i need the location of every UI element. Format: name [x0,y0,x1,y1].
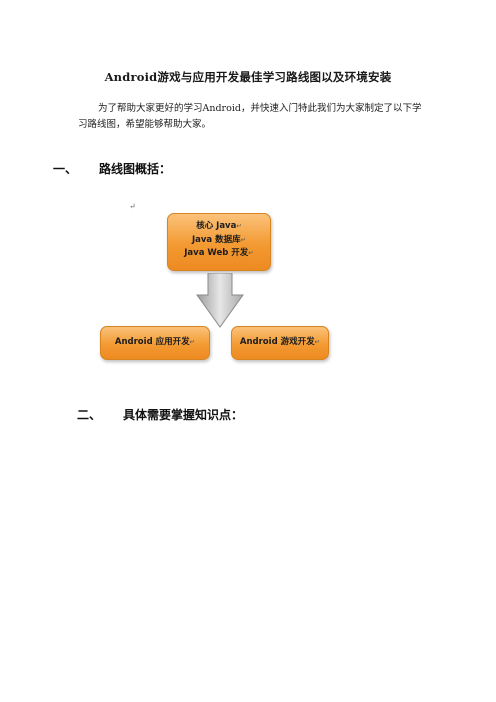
android-app-dev-box: Android 应用开发↵ [100,326,210,360]
android-app-dev-label: Android 应用开发 [114,337,190,347]
down-arrow-icon [196,273,244,328]
section-title: 路线图概括： [99,162,172,176]
section-title: 具体需要掌握知识点： [123,408,244,422]
core-java-label: 核心 Java↵ [196,221,242,231]
java-web-label: Java Web 开发↵ [184,248,254,258]
core-skills-box: 核心 Java↵ Java 数据库↵ Java Web 开发↵ [167,213,271,271]
section-heading-overview: 一、 路线图概括： [53,160,171,177]
section-number: 二、 [77,408,102,422]
intro-paragraph: 为了帮助大家更好的学习Android，并快速入门特此我们为大家制定了以下学习路线… [78,103,422,130]
android-game-dev-label: Android 游戏开发 [239,337,315,347]
section-number: 一、 [53,162,78,176]
section-heading-knowledge: 二、 具体需要掌握知识点： [77,406,243,423]
paragraph-return-mark: ↵ [129,202,136,211]
java-database-label: Java 数据库↵ [191,234,247,245]
android-game-dev-box: Android 游戏开发↵ [231,326,329,360]
document-title: Android游戏与应用开发最佳学习路线图以及环境安装 [104,70,392,84]
